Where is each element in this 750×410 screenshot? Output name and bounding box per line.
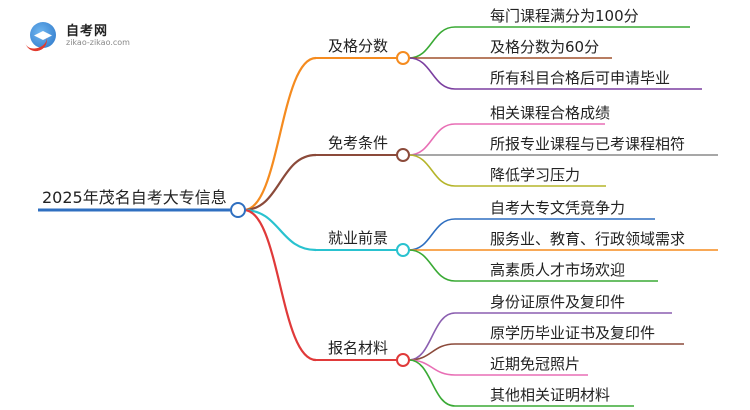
branch-connector (243, 208, 317, 362)
leaf-connector (408, 312, 456, 361)
leaf-connector (408, 123, 456, 156)
branch-label: 就业前景 (328, 229, 388, 247)
leaf-label: 其他相关证明材料 (490, 386, 610, 404)
branch-connector (243, 153, 317, 212)
leaf-connector (408, 57, 456, 90)
branch-node (396, 243, 410, 257)
root-label: 2025年茂名自考大专信息 (42, 188, 227, 207)
leaf-label: 自考大专文凭竞争力 (490, 199, 625, 217)
leaf-label: 所报专业课程与已考课程相符 (490, 135, 685, 153)
leaf-label: 近期免冠照片 (490, 355, 580, 373)
leaf-label: 相关课程合格成绩 (490, 104, 610, 122)
leaf-label: 高素质人才市场欢迎 (490, 261, 625, 279)
branch-label: 免考条件 (328, 134, 388, 152)
branch-node (396, 353, 410, 367)
branch-label: 报名材料 (328, 339, 388, 357)
logo-name: 自考网 (66, 24, 109, 39)
leaf-connector (408, 218, 456, 251)
leaf-connector (408, 249, 456, 282)
site-logo[interactable]: 自考网 zikao-zikao.com (24, 18, 140, 55)
leaf-label: 身份证原件及复印件 (490, 293, 625, 311)
root-node (230, 202, 246, 218)
branch-node (396, 51, 410, 65)
leaf-connector (408, 154, 456, 187)
leaf-connector (408, 359, 456, 407)
leaf-connector (408, 26, 456, 59)
branch-connector (243, 208, 317, 252)
logo-url: zikao-zikao.com (66, 38, 130, 47)
branch-label: 及格分数 (328, 37, 388, 55)
leaf-label: 及格分数为60分 (490, 38, 599, 56)
leaf-label: 原学历毕业证书及复印件 (490, 324, 655, 342)
leaf-label: 所有科目合格后可申请毕业 (490, 69, 670, 87)
graduation-cap-icon (30, 22, 56, 48)
leaf-label: 每门课程满分为100分 (490, 7, 639, 25)
branch-connector (243, 56, 317, 212)
branch-node (396, 148, 410, 162)
leaf-label: 降低学习压力 (490, 166, 580, 184)
leaf-label: 服务业、教育、行政领域需求 (490, 230, 685, 248)
